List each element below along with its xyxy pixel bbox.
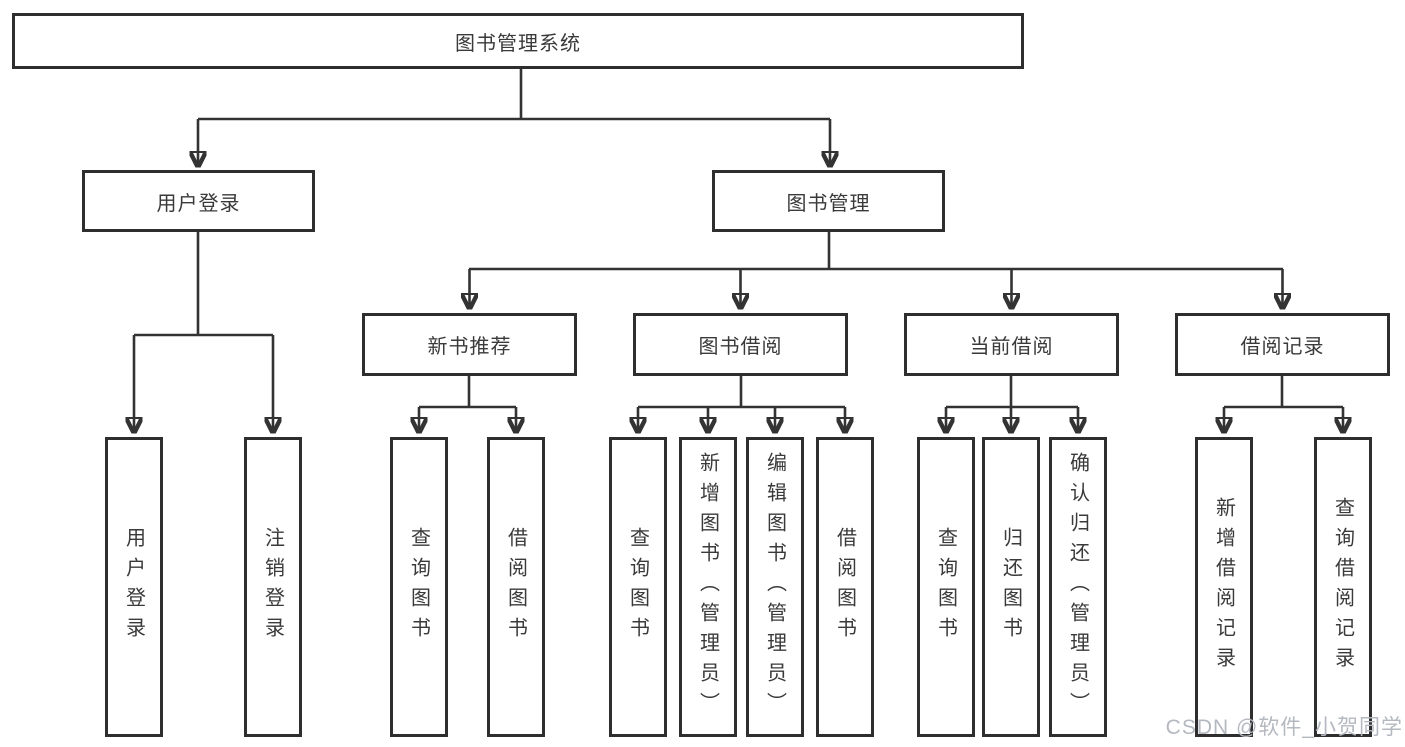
connector-book-mgmt-to-level3 — [469, 232, 1283, 308]
connector-root-to-level2 — [198, 66, 830, 166]
leaf-add-books-admin: 新增图书（管理员） — [679, 437, 737, 737]
node-user-login-module: 用户登录 — [82, 170, 315, 232]
leaf-borrow-books-recommend: 借阅图书 — [487, 437, 545, 737]
connector-user-login-to-children — [134, 232, 273, 432]
leaf-add-borrow-record: 新增借阅记录 — [1195, 437, 1253, 737]
connector-book-borrow-to-children — [638, 375, 845, 432]
leaf-query-books-recommend: 查询图书 — [390, 437, 448, 737]
leaf-confirm-return-admin: 确认归还（管理员） — [1049, 437, 1107, 737]
leaf-query-books-borrowing: 查询图书 — [609, 437, 667, 737]
leaf-return-books: 归还图书 — [982, 437, 1040, 737]
node-new-book-recommend: 新书推荐 — [362, 313, 577, 376]
connector-current-borrow-to-children — [946, 375, 1078, 432]
node-book-management-module: 图书管理 — [712, 170, 945, 232]
node-root-system: 图书管理系统 — [12, 13, 1024, 69]
leaf-logout: 注销登录 — [244, 437, 302, 737]
leaf-user-login: 用户登录 — [105, 437, 163, 737]
node-current-borrowing: 当前借阅 — [904, 313, 1119, 376]
leaf-borrow-books-borrowing: 借阅图书 — [816, 437, 874, 737]
connector-new-books-to-children — [419, 375, 516, 432]
node-book-borrowing: 图书借阅 — [633, 313, 848, 376]
node-borrowing-records: 借阅记录 — [1175, 313, 1390, 376]
leaf-edit-books-admin: 编辑图书（管理员） — [746, 437, 804, 737]
leaf-query-borrow-record: 查询借阅记录 — [1314, 437, 1372, 737]
connector-borrow-records-to-children — [1224, 375, 1343, 432]
leaf-query-books-current: 查询图书 — [917, 437, 975, 737]
